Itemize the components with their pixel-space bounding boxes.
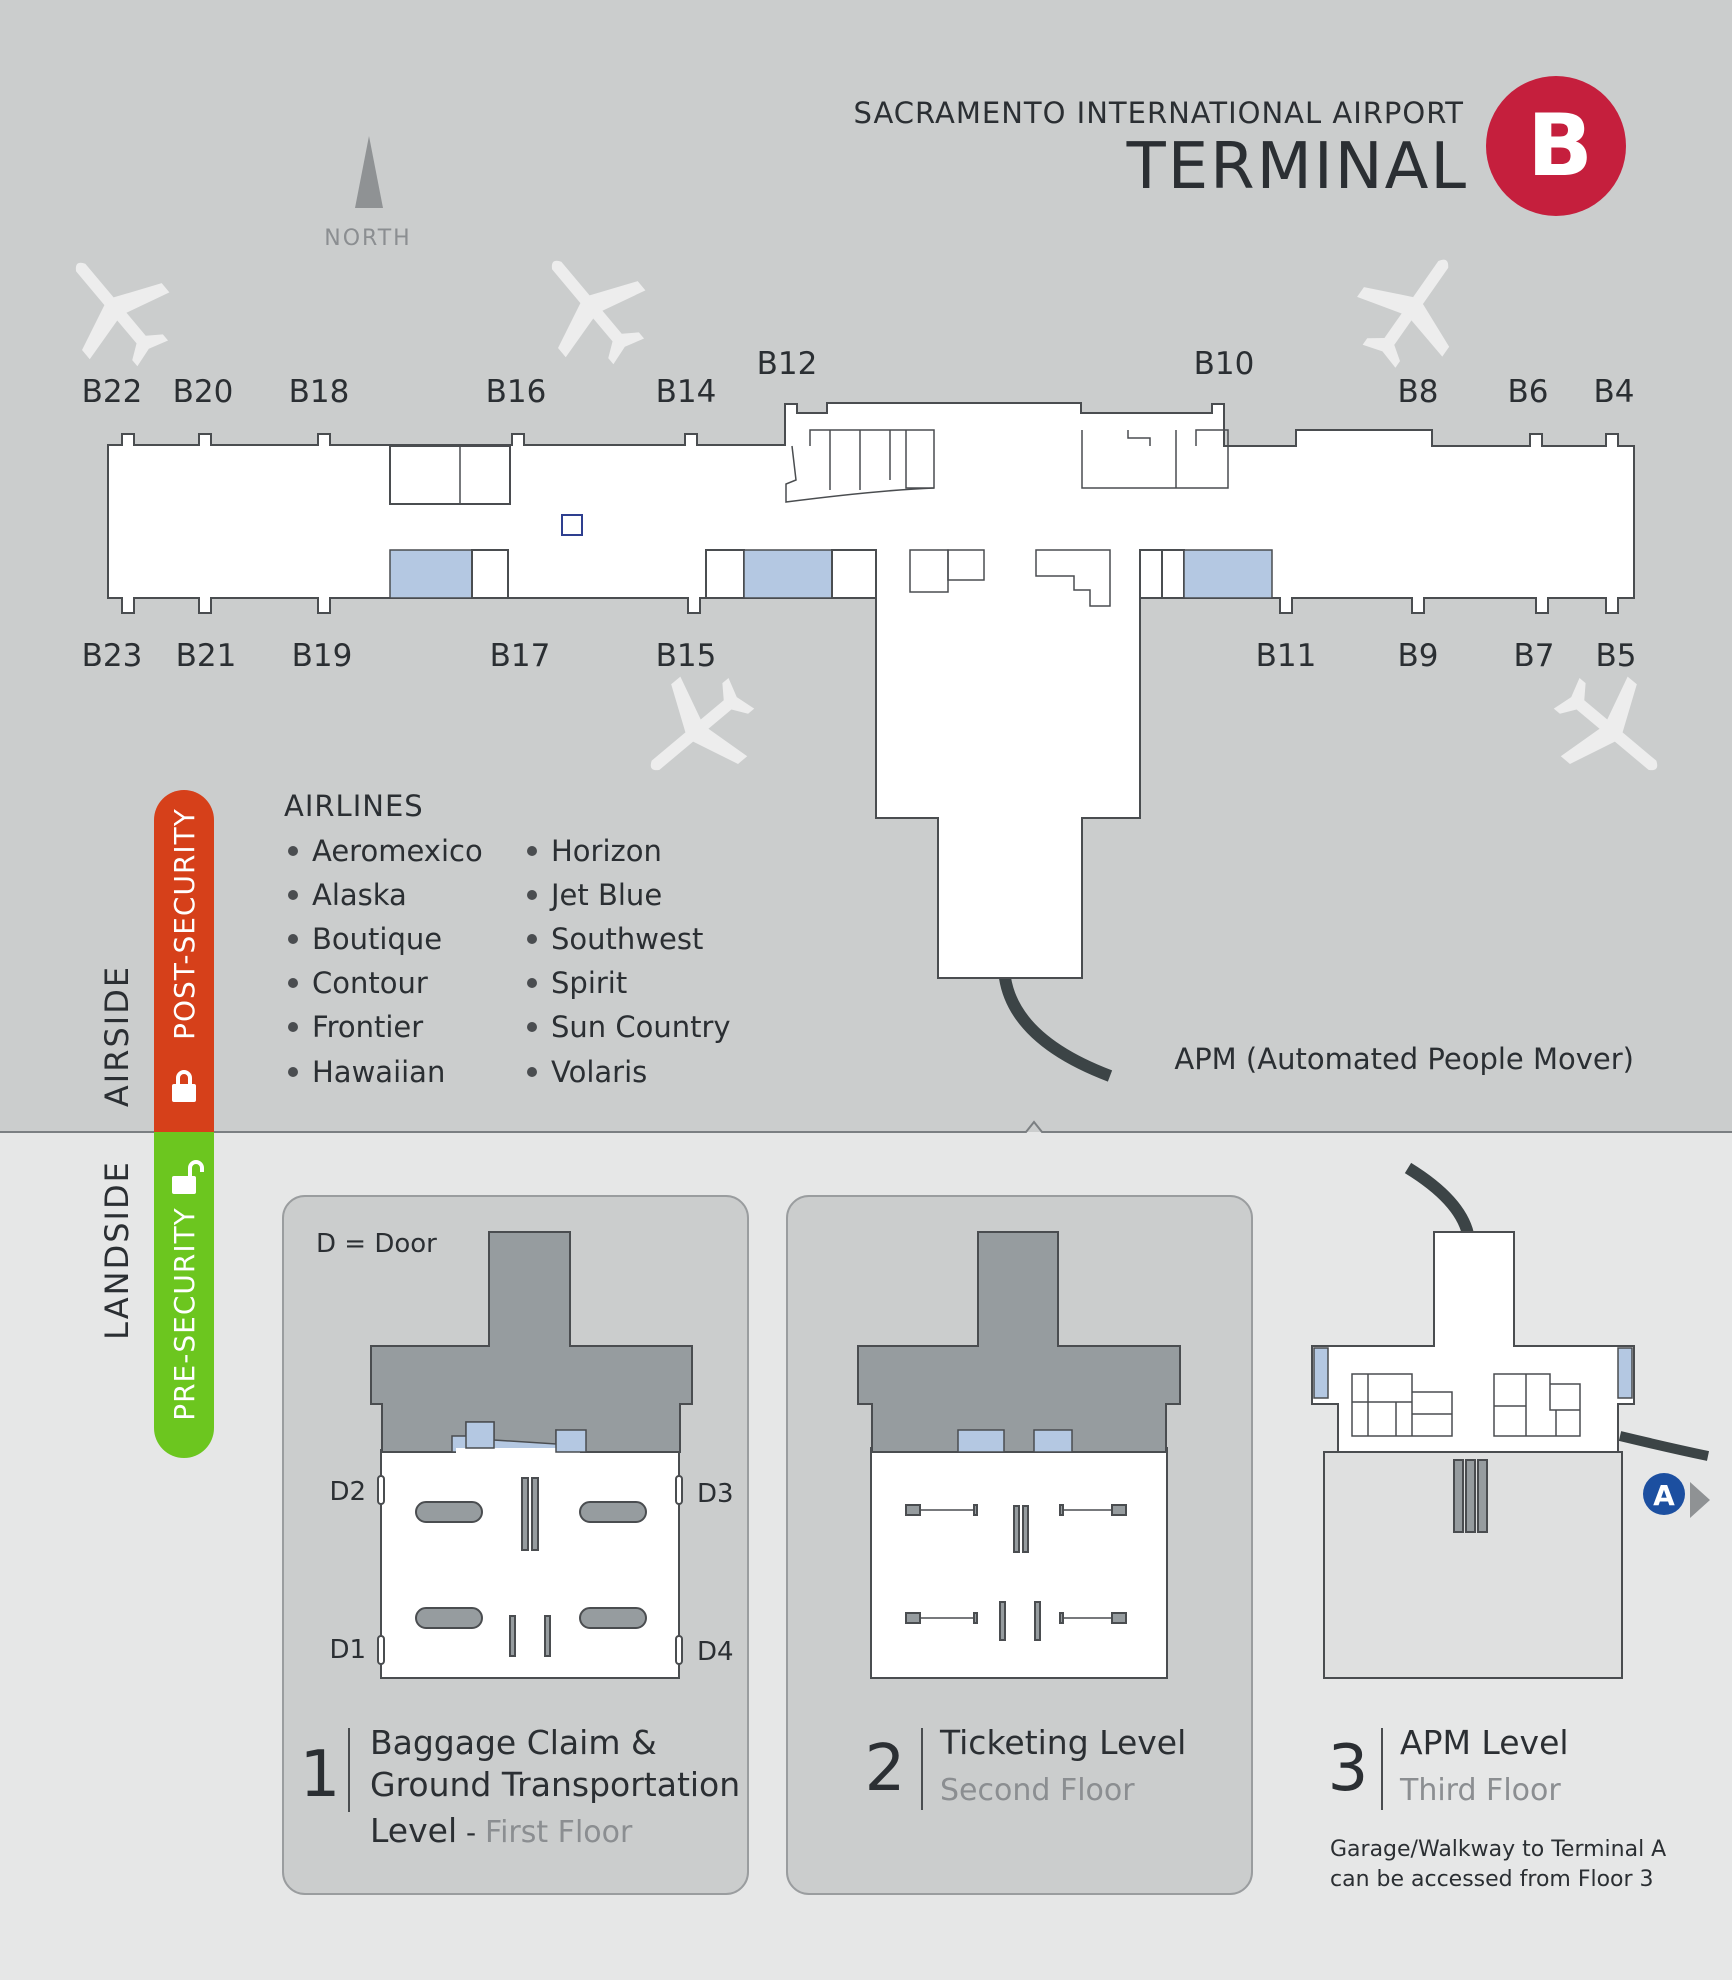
airplane-icon	[1357, 259, 1450, 368]
airline-item: Spirit	[551, 966, 627, 1000]
gate-label: B7	[1514, 638, 1555, 674]
gate-label: B21	[176, 638, 237, 674]
security-divider	[0, 1120, 1732, 1133]
concourse-floor-plan	[107, 402, 1635, 979]
airplane-icon	[551, 260, 646, 365]
level-3-apm-track	[1404, 1162, 1474, 1236]
airplane-icon	[75, 262, 170, 367]
airline-item: Southwest	[551, 922, 703, 956]
airline-item: Sun Country	[551, 1010, 731, 1044]
airline-item: Hawaiian	[312, 1055, 445, 1089]
airline-item: Alaska	[312, 878, 407, 912]
level-1-subtitle: Level - First Floor	[370, 1811, 633, 1850]
door-legend: D = Door	[316, 1229, 437, 1259]
gate-label: B12	[757, 346, 818, 382]
airline-item: Contour	[312, 966, 428, 1000]
pre-security-label: PRE-SECURITY	[168, 1207, 201, 1421]
level-2-subtitle: Second Floor	[940, 1773, 1135, 1808]
terminal-letter: B	[1527, 96, 1593, 196]
gate-label: B22	[82, 374, 143, 410]
airline-item: Boutique	[312, 922, 442, 956]
level-3-number: 3	[1328, 1732, 1369, 1806]
gate-label: B11	[1256, 638, 1317, 674]
post-security-label: POST-SECURITY	[168, 808, 201, 1040]
level-1-title: Baggage Claim &	[370, 1723, 657, 1762]
door-label: D4	[697, 1637, 734, 1667]
landside-label: LANDSIDE	[98, 1160, 136, 1340]
level-1-title: Ground Transportation	[370, 1765, 740, 1804]
gate-label: B6	[1508, 374, 1549, 410]
apm-label: APM (Automated People Mover)	[1174, 1042, 1634, 1076]
gate-label: B17	[490, 638, 551, 674]
gate-label: B8	[1398, 374, 1439, 410]
gate-label: B16	[486, 374, 547, 410]
level-2-number: 2	[865, 1732, 906, 1806]
level-3-subtitle: Third Floor	[1399, 1773, 1561, 1808]
level-3-title: APM Level	[1400, 1723, 1569, 1762]
gate-label: B4	[1594, 374, 1635, 410]
gate-label: B14	[656, 374, 717, 410]
airline-item: Frontier	[312, 1010, 423, 1044]
gate-labels-north: B22 B20 B18 B16 B14 B12 B10 B8 B6 B4	[82, 346, 1635, 410]
door-label: D3	[697, 1479, 734, 1509]
gate-label: B10	[1194, 346, 1255, 382]
garage-note-line: can be accessed from Floor 3	[1330, 1867, 1654, 1892]
level-1-number: 1	[300, 1738, 341, 1812]
gate-label: B20	[173, 374, 234, 410]
airplane-icon	[650, 676, 755, 771]
lock-icon	[172, 1070, 196, 1102]
airplane-icon	[1553, 676, 1658, 771]
garage-note-line: Garage/Walkway to Terminal A	[1330, 1837, 1666, 1862]
gate-label: B5	[1596, 638, 1637, 674]
gate-label: B19	[292, 638, 353, 674]
gate-label: B9	[1398, 638, 1439, 674]
poi-marker	[561, 514, 583, 536]
door-label: D1	[329, 1635, 366, 1665]
door-label: D2	[329, 1477, 366, 1507]
airline-item: Horizon	[551, 834, 662, 868]
north-arrow-icon	[355, 136, 383, 208]
terminal-a-marker	[1643, 1473, 1685, 1515]
airlines-heading: AIRLINES	[284, 789, 424, 823]
arrow-right-icon	[1690, 1482, 1710, 1518]
terminal-badge	[1486, 76, 1626, 216]
compass-label: NORTH	[324, 226, 411, 251]
airline-item: Aeromexico	[312, 834, 483, 868]
airport-name: SACRAMENTO INTERNATIONAL AIRPORT	[854, 96, 1464, 130]
gate-label: B15	[656, 638, 717, 674]
level-3-floor-plan	[1311, 1231, 1635, 1679]
airside-label: AIRSIDE	[98, 965, 136, 1107]
walkway-to-terminal-a	[1618, 1431, 1710, 1461]
unlock-icon	[172, 1160, 204, 1194]
pre-security-bar	[154, 1132, 214, 1458]
post-security-bar	[154, 790, 214, 1132]
gate-labels-south: B23 B21 B19 B17 B15 B11 B9 B7 B5	[82, 638, 1637, 674]
level-2-title: Ticketing Level	[939, 1723, 1186, 1762]
terminal-title: TERMINAL	[1126, 130, 1468, 204]
terminal-a-letter: A	[1653, 1479, 1675, 1512]
gate-label: B23	[82, 638, 143, 674]
apm-track	[999, 976, 1113, 1082]
airlines-list: Aeromexico Alaska Boutique Contour Front…	[288, 834, 731, 1089]
airline-item: Jet Blue	[549, 878, 662, 912]
airline-item: Volaris	[551, 1055, 647, 1089]
gate-label: B18	[289, 374, 350, 410]
level-1-floor-plan	[370, 1231, 693, 1679]
level-2-floor-plan	[857, 1231, 1181, 1679]
